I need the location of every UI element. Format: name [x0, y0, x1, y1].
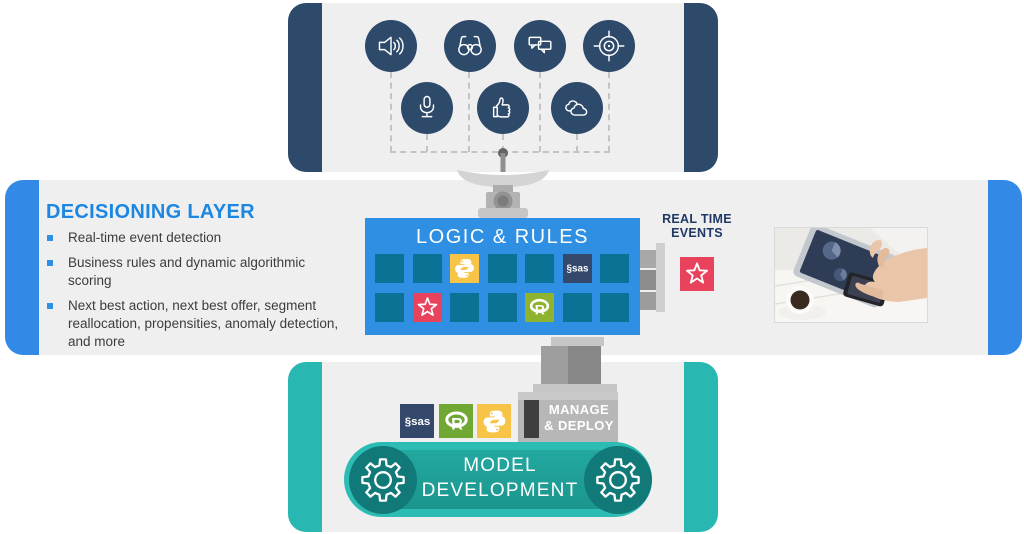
grid-tile	[375, 293, 404, 322]
gear-icon	[349, 446, 417, 514]
thumbs-up-icon	[477, 82, 529, 134]
model-development-label: MODEL DEVELOPMENT	[421, 455, 579, 501]
dashed-connector	[468, 72, 470, 152]
dashed-connector	[426, 134, 428, 152]
plug-segment	[638, 270, 656, 290]
dashed-connector	[576, 134, 578, 152]
svg-text:§sas: §sas	[404, 416, 430, 428]
plug-segment	[638, 250, 656, 268]
bullet-item: Next best action, next best offer, segme…	[46, 297, 351, 351]
dashed-connector	[539, 72, 541, 152]
pipe-body	[541, 346, 601, 384]
logic-rules-title: LOGIC & RULES	[416, 226, 589, 248]
dashed-connector	[608, 72, 610, 152]
manage-deploy-slot	[524, 400, 539, 438]
svg-text:R: R	[535, 301, 545, 317]
audio-speaker-icon	[365, 20, 417, 72]
binoculars-icon	[444, 20, 496, 72]
cloud-icon	[551, 82, 603, 134]
grid-tile	[525, 254, 554, 283]
python-tile	[450, 254, 479, 283]
funnel-antenna	[457, 148, 549, 218]
grid-tile	[562, 293, 592, 322]
bullet-item: Real-time event detection	[46, 229, 351, 247]
microphone-icon	[401, 82, 453, 134]
event-star-icon	[680, 257, 714, 291]
r-logo-tile: R	[439, 404, 473, 438]
grid-tile	[600, 254, 629, 283]
manage-deploy-top-lip	[518, 392, 618, 400]
grid-tile	[487, 293, 517, 322]
grid-tile	[600, 293, 629, 322]
decisioning-left-cap	[5, 180, 39, 355]
grid-tile	[487, 254, 517, 283]
decisioning-layer-title: DECISIONING LAYER	[46, 201, 255, 223]
r-tile: R	[525, 293, 554, 322]
plug-segment	[638, 292, 656, 310]
dashed-connector	[390, 72, 392, 152]
channels-panel-right-cap	[684, 3, 718, 172]
manage-deploy-label: MANAGE & DEPLOY	[544, 402, 614, 433]
target-icon	[583, 20, 635, 72]
grid-tile	[450, 293, 479, 322]
grid-tile	[412, 254, 442, 283]
tablet-hands-photo	[774, 227, 928, 323]
sas-tile: §sas	[562, 254, 592, 283]
sas-logo-tile: §sas	[400, 404, 434, 438]
plug-plate	[656, 243, 665, 312]
star-tile	[412, 293, 442, 322]
model-panel-left-cap	[288, 362, 322, 532]
chat-messages-icon	[514, 20, 566, 72]
grid-tile	[375, 254, 404, 283]
python-logo-tile	[477, 404, 511, 438]
gear-icon	[584, 446, 652, 514]
decisioning-bullet-list: Real-time event detection Business rules…	[46, 229, 351, 358]
svg-text:§sas: §sas	[566, 264, 588, 275]
pipe-flange	[533, 384, 617, 393]
bullet-item: Business rules and dynamic algorithmic s…	[46, 254, 351, 290]
svg-text:R: R	[451, 415, 463, 433]
decisioning-right-cap	[988, 180, 1022, 355]
dashed-connector	[502, 134, 504, 152]
manage-deploy-box: MANAGE & DEPLOY	[518, 392, 618, 444]
real-time-events-label: REAL TIME EVENTS	[662, 212, 732, 240]
pipe-flange	[551, 337, 604, 346]
model-panel-right-cap	[684, 362, 718, 532]
channels-panel-left-cap	[288, 3, 322, 172]
